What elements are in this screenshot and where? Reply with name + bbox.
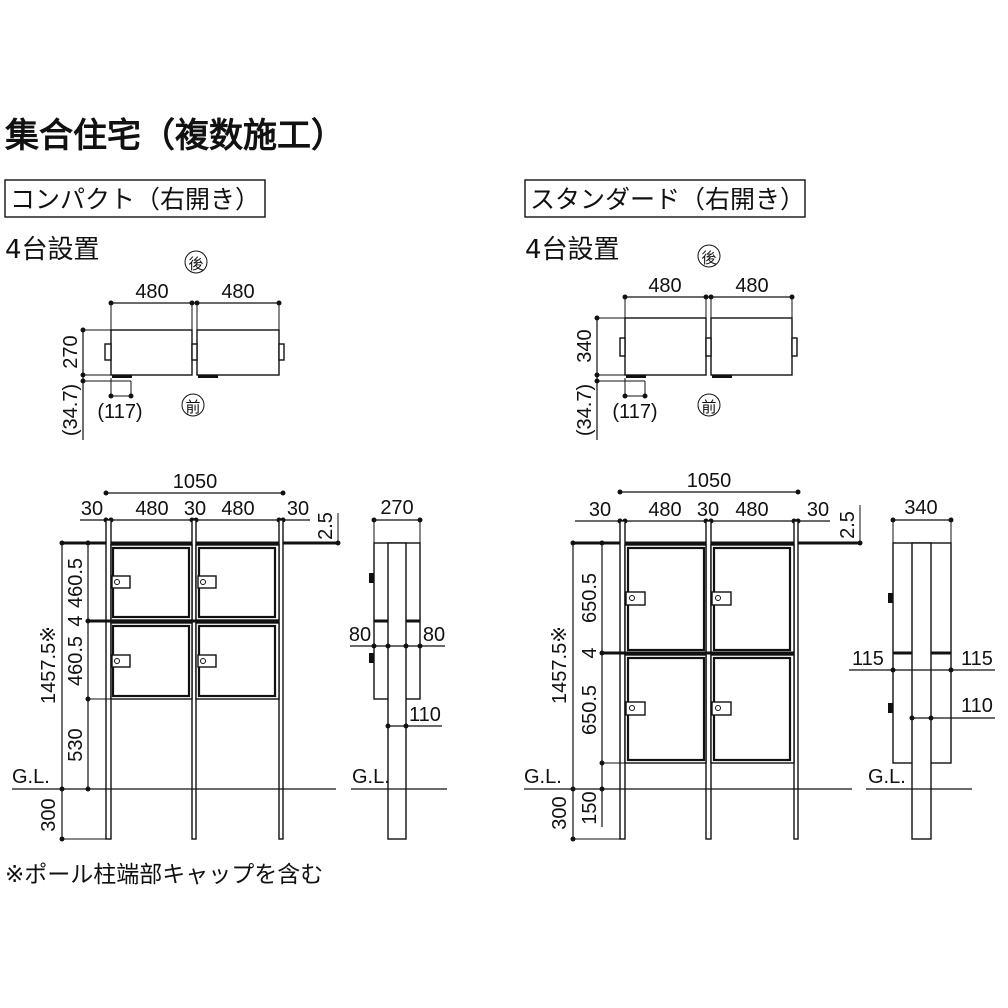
height-lower: 460.5 <box>65 636 87 686</box>
key-lock-icon <box>711 591 732 606</box>
compact-count: 4台設置 <box>5 235 100 265</box>
height-total: 1457.5※ <box>38 626 60 704</box>
top-offset: 2.5 <box>837 511 859 539</box>
width-2: 480 <box>735 499 768 521</box>
height-total: 1457.5※ <box>549 626 571 704</box>
side-front-offset: 80 <box>349 624 371 646</box>
width-1: 480 <box>135 498 168 520</box>
height-mid: 4 <box>579 647 601 658</box>
standard-label: スタンダード（右開き） <box>530 185 805 214</box>
width-2: 480 <box>221 498 254 520</box>
key-lock-icon <box>197 654 217 668</box>
side-post-width: 110 <box>409 704 441 726</box>
page-title: 集合住宅（複数施工） <box>4 116 345 156</box>
plan-width-2: 480 <box>735 275 768 297</box>
compact-side-view: 270 80 80 110 G.L. <box>349 497 447 840</box>
width-1: 480 <box>648 499 681 521</box>
height-buried: 300 <box>549 796 571 829</box>
ground-level-label: G.L. <box>868 766 906 788</box>
gap-left: 30 <box>589 499 611 521</box>
compact-section-label: コンパクト（右開き） <box>4 179 266 218</box>
height-mid: 4 <box>65 615 87 626</box>
plan-depth: 270 <box>60 335 82 368</box>
key-lock-icon <box>625 591 646 606</box>
compact-plan-view: 後 前 480 480 270 (34.7) (117) <box>60 250 285 440</box>
side-depth: 340 <box>904 497 937 519</box>
standard-section-label: スタンダード（右開き） <box>524 179 806 218</box>
standard-plan-view: 後 前 480 480 340 (34.7) (117) <box>574 244 798 440</box>
front-total-width: 1050 <box>687 470 732 492</box>
ground-level-label: G.L. <box>352 766 390 788</box>
standard-front-view: 1050 30 480 30 480 30 2.5 650.5 4 650.5 … <box>524 470 863 842</box>
side-depth: 270 <box>380 497 413 519</box>
ground-level-label: G.L. <box>524 766 562 788</box>
plan-width-2: 480 <box>221 281 254 303</box>
height-base: 150 <box>579 791 601 824</box>
plan-foot: (117) <box>97 401 142 423</box>
key-lock-icon <box>197 575 217 589</box>
back-mark: 後 <box>701 249 716 267</box>
gap-middle: 30 <box>184 498 206 520</box>
key-lock-icon <box>625 701 646 716</box>
key-lock-icon <box>711 701 732 716</box>
height-base: 530 <box>65 728 87 761</box>
gap-left: 30 <box>81 498 103 520</box>
side-back-offset: 115 <box>961 648 993 670</box>
height-upper: 460.5 <box>65 558 87 608</box>
compact-label: コンパクト（右開き） <box>10 185 260 214</box>
height-lower: 650.5 <box>579 685 601 735</box>
compact-front-view: 1050 30 480 30 480 30 2.5 460.5 4 460.5 … <box>12 471 341 842</box>
height-upper: 650.5 <box>579 573 601 623</box>
plan-width-1: 480 <box>648 275 681 297</box>
standard-side-view: 340 115 115 110 G.L. <box>849 497 995 840</box>
key-lock-icon <box>111 654 131 668</box>
front-mark: 前 <box>185 398 200 416</box>
footnote: ※ポール柱端部キャップを含む <box>5 862 323 888</box>
back-mark: 後 <box>188 255 203 273</box>
standard-count: 4台設置 <box>525 235 620 265</box>
plan-depth: 340 <box>574 329 596 362</box>
front-mark: 前 <box>701 398 716 416</box>
side-front-offset: 115 <box>852 648 884 670</box>
front-total-width: 1050 <box>173 471 218 493</box>
height-buried: 300 <box>38 798 60 831</box>
plan-foot: (117) <box>612 401 657 423</box>
gap-right: 30 <box>287 498 309 520</box>
gap-middle: 30 <box>697 499 719 521</box>
plan-offset: (34.7) <box>574 384 596 436</box>
plan-offset: (34.7) <box>60 384 82 436</box>
gap-right: 30 <box>807 499 829 521</box>
ground-level-label: G.L. <box>12 766 50 788</box>
top-offset: 2.5 <box>315 512 337 540</box>
side-back-offset: 80 <box>423 624 445 646</box>
key-lock-icon <box>111 575 131 589</box>
plan-width-1: 480 <box>135 281 168 303</box>
side-post-width: 110 <box>961 695 993 717</box>
